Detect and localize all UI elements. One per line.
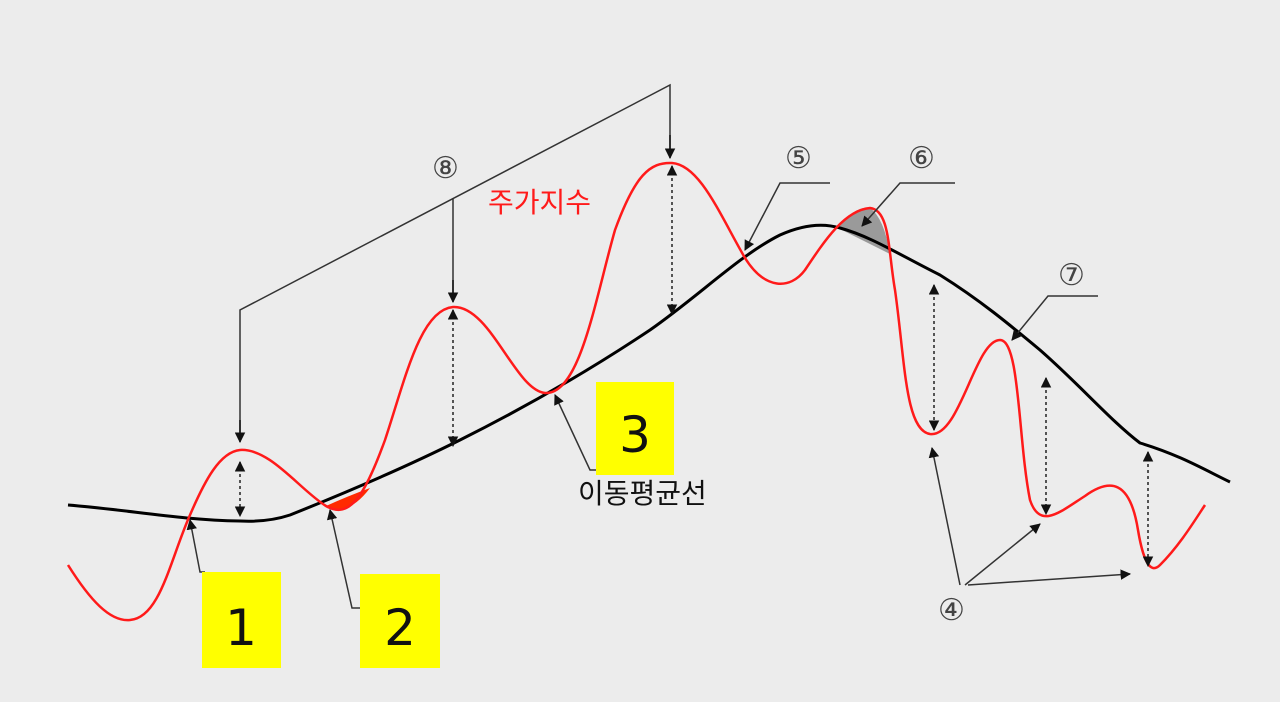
marker-3: 3 [596, 382, 674, 475]
circled-number-7: ⑦ [1058, 258, 1085, 293]
stock-index-label: 주가지수 [488, 186, 591, 219]
marker-1: 1 [202, 572, 281, 668]
moving-average-label: 이동평균선 [578, 477, 707, 510]
distance-arrows [234, 164, 1154, 568]
circled-number-4: ④ [938, 593, 965, 628]
circled-number-6: ⑥ [908, 141, 935, 176]
moving-average-line [67, 223, 1231, 523]
circled-number-5: ⑤ [785, 141, 812, 176]
marker-1-text: 1 [225, 599, 257, 657]
bracket-8-arrowheads [234, 135, 676, 444]
marker-2: 2 [360, 574, 440, 668]
stock-index-line [66, 161, 1207, 622]
marker-3-text: 3 [619, 406, 651, 464]
red-shaded-area [326, 488, 370, 511]
circled-number-8: ⑧ [432, 151, 459, 186]
marker-2-text: 2 [384, 599, 416, 657]
